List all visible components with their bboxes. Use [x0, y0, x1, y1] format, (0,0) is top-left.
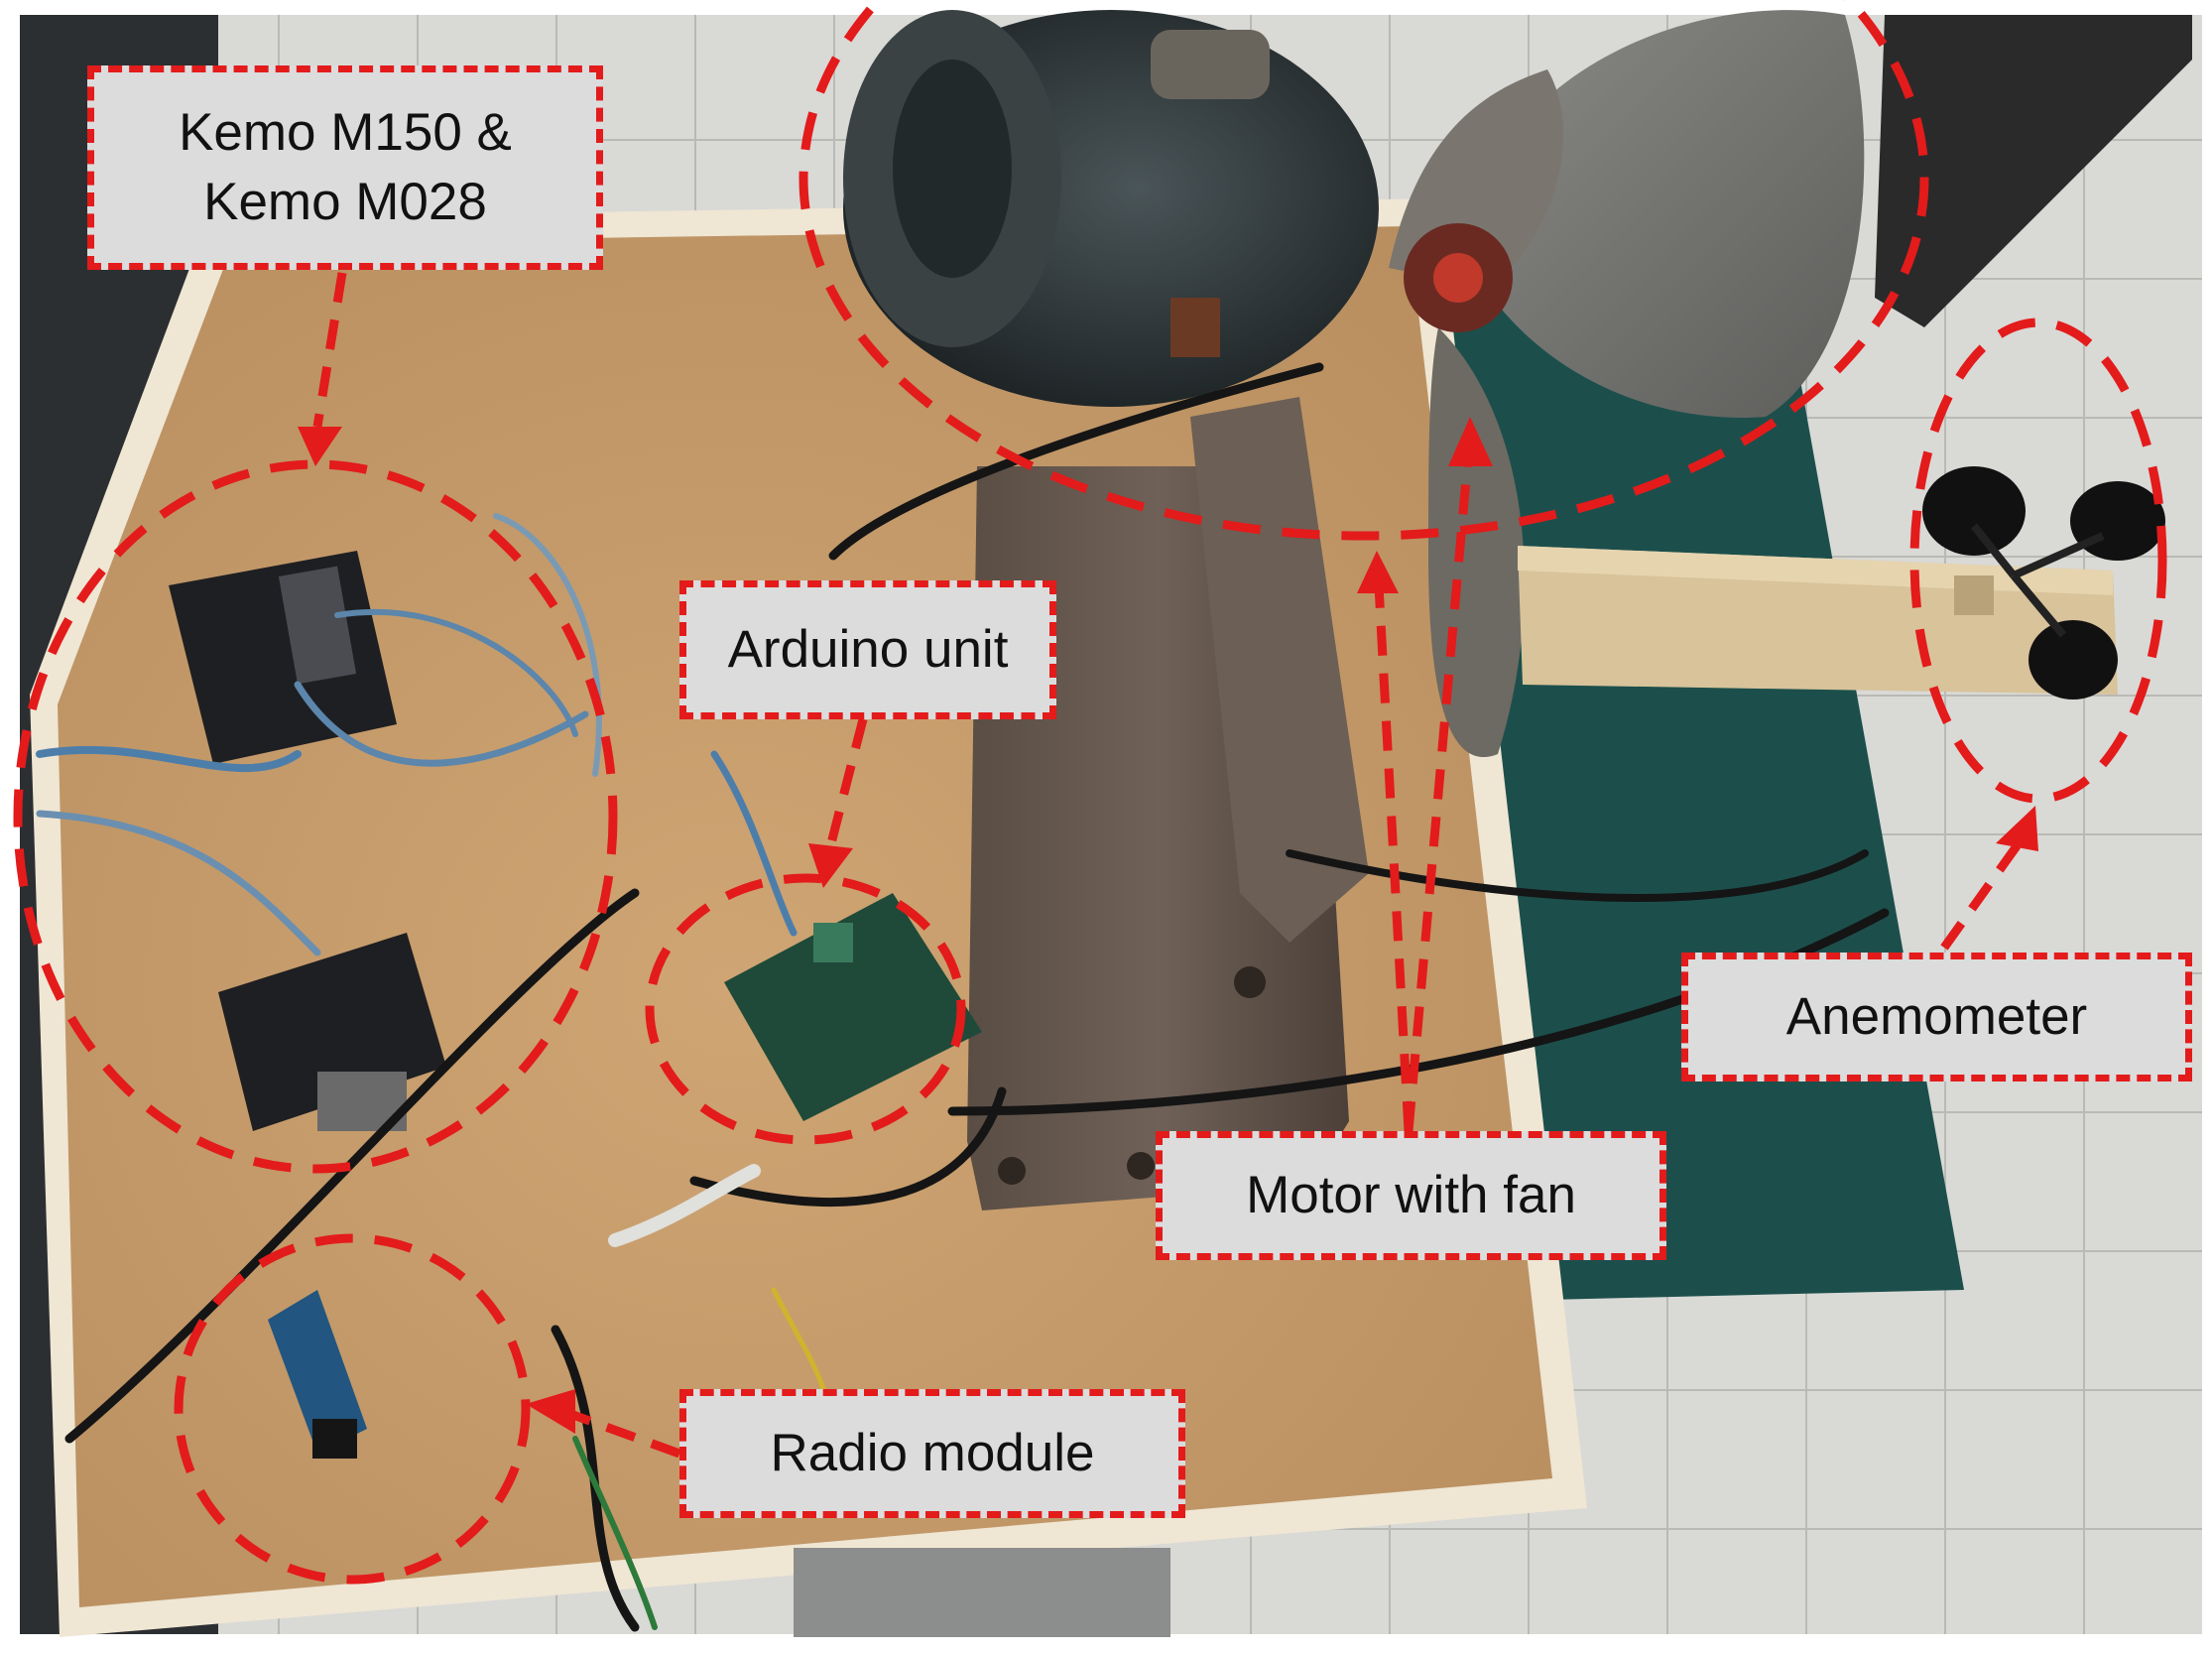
annotation-circles: [13, 0, 2167, 1585]
radio-label: Radio module: [679, 1389, 1185, 1518]
annotation-arrows: [312, 272, 2023, 1459]
arduino-highlight-circle: [645, 873, 966, 1145]
kemo-label-line2: Kemo M028: [203, 173, 487, 231]
motor-arrow-head-2: [1448, 417, 1493, 466]
radio-arrow-head: [526, 1389, 575, 1434]
chair-legs: [1875, 15, 2192, 327]
anemometer-label-text: Anemometer: [1785, 987, 2088, 1047]
board-support: [794, 1548, 1170, 1637]
arrow-heads: [298, 417, 2038, 1434]
motor-stand: [967, 397, 1369, 1210]
kemo-modules: [169, 551, 446, 1131]
motor-label-text: Motor with fan: [1246, 1166, 1576, 1225]
kemo-arrow-line: [312, 272, 347, 428]
anemometer-arm: [1518, 546, 2118, 695]
kemo-label-line1: Kemo M150 &: [179, 103, 512, 163]
arduino-label: Arduino unit: [679, 580, 1056, 719]
motor-arrow-line-2: [1404, 455, 1473, 1132]
arduino-arrow-line: [826, 717, 868, 845]
kemo-highlight-circle: [13, 459, 618, 1174]
radio-highlight-circle: [174, 1233, 531, 1585]
motor-label: Motor with fan: [1156, 1131, 1666, 1260]
arduino-arrow-head: [808, 843, 853, 888]
arduino-board: [724, 893, 982, 1121]
anemometer-cups: [1922, 466, 2165, 700]
motor-highlight-circle: [799, 0, 1929, 541]
arduino-label-text: Arduino unit: [727, 620, 1009, 680]
anemometer-label: Anemometer: [1681, 953, 2192, 1081]
radio-arrow-line: [568, 1409, 681, 1459]
kemo-arrow-head: [298, 427, 342, 466]
motor-arrow-head-1: [1357, 551, 1399, 593]
anemometer-arrow-line: [1940, 840, 2023, 951]
anemometer-arrow-head: [1996, 806, 2038, 851]
fan-blades: [1389, 10, 1865, 758]
motor-arrow-line-1: [1374, 584, 1413, 1132]
anemometer-highlight-circle: [1909, 318, 2167, 804]
radio-module-board: [268, 1290, 367, 1459]
motor-body: [843, 10, 1379, 407]
radio-label-text: Radio module: [770, 1424, 1095, 1483]
kemo-label: Kemo M150 & Kemo M028: [87, 65, 603, 270]
